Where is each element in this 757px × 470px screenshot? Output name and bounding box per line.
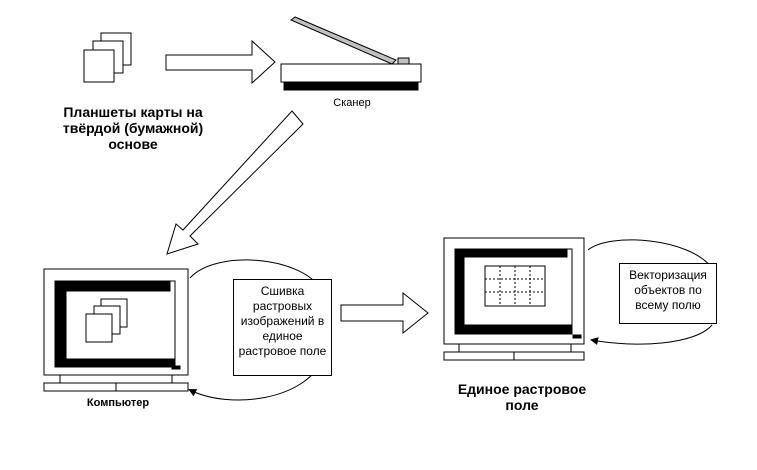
scanner-icon [280,16,422,91]
label-result-field: Единое растровое поле [457,381,587,414]
label-computer: Компьютер [86,397,150,409]
computer-icon [43,268,189,392]
arrow-scanner-to-computer [166,110,304,255]
map-sheets-icon [83,32,132,83]
label-scanner: Сканер [333,97,371,109]
loop-arrow-vectorization [587,239,713,269]
label-map-sheets: Планшеты карты на твёрдой (бумажной) осн… [62,104,204,153]
vectorization-process-box: Векторизация объектов по всему полю [619,263,717,324]
result-monitor-icon [443,237,585,361]
arrow-computer-to-result [340,291,429,335]
stitching-process-box: Сшивка растровых изображений в единое ра… [233,279,332,376]
arrow-sheets-to-scanner [165,39,276,85]
